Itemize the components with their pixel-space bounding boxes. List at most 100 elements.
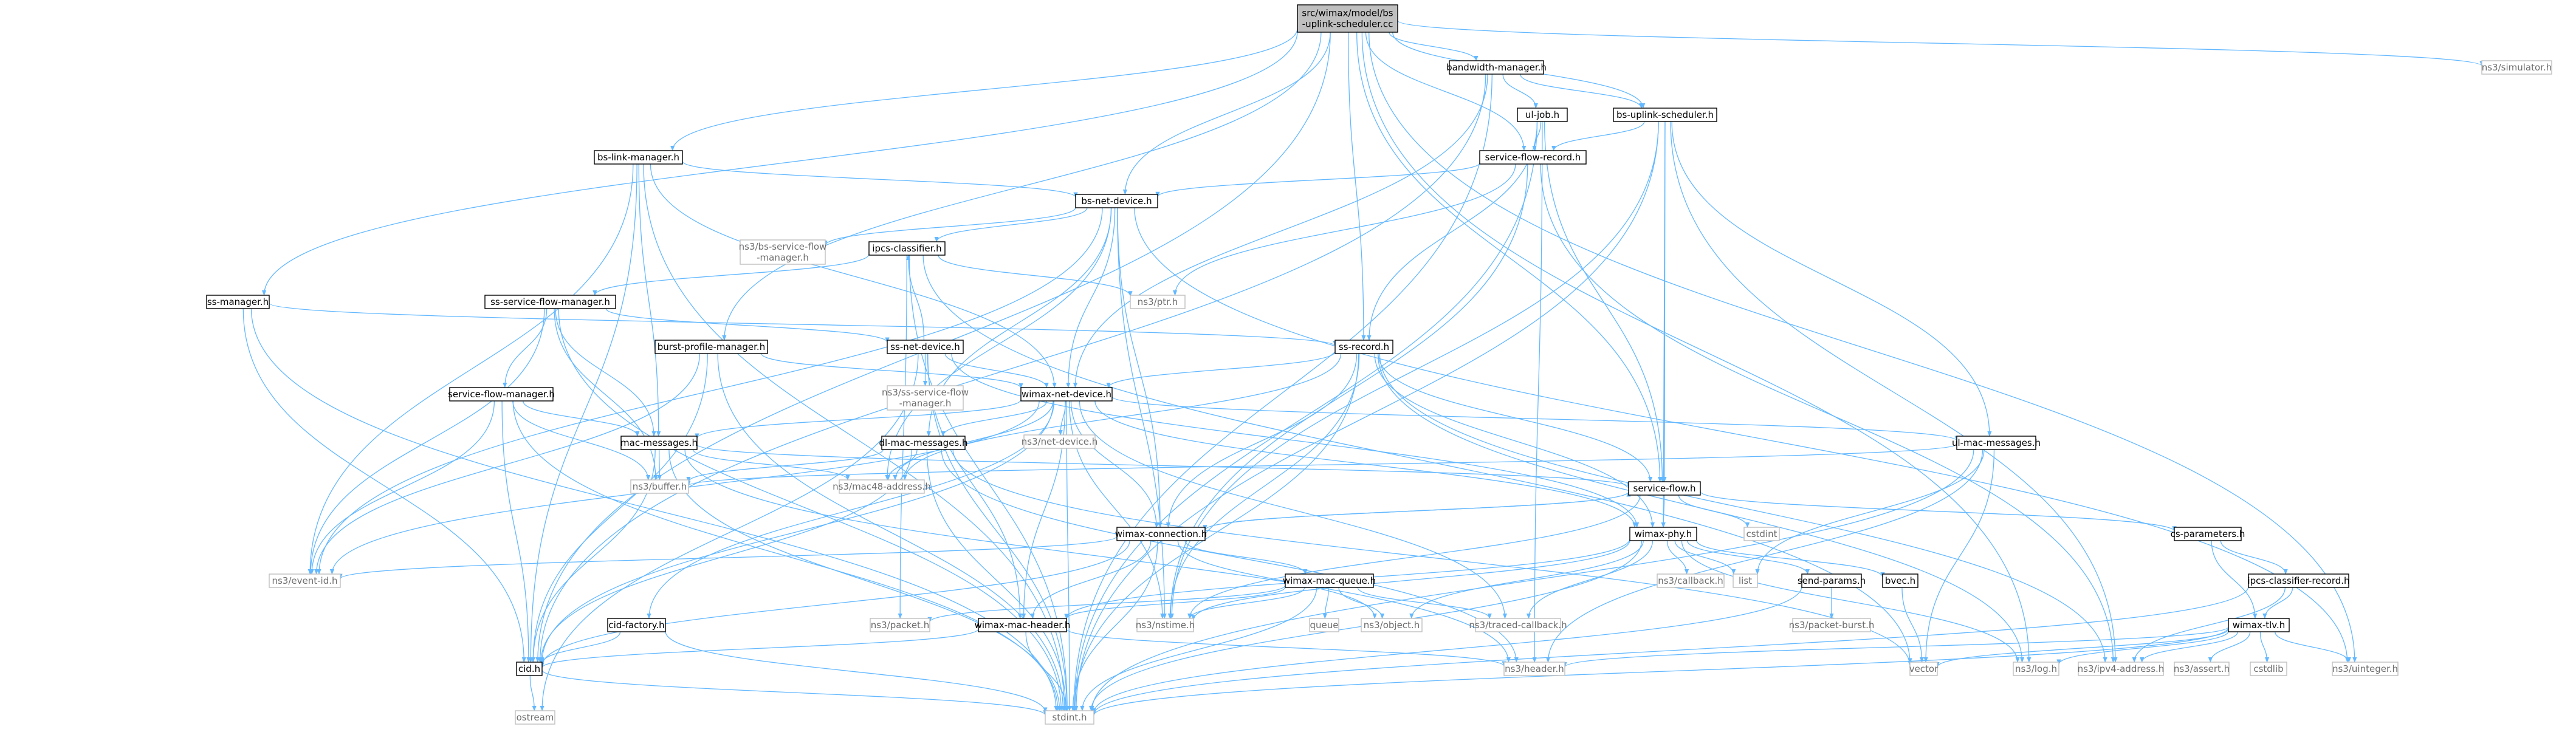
edge-bsup-to-ipv4: [1670, 121, 2118, 663]
edge-wnd-to-wmh: [1021, 400, 1066, 619]
node-log: ns3/log.h: [2013, 662, 2059, 676]
node-label: bandwidth-manager.h: [1446, 62, 1547, 73]
edge-ipcs-to-ptr: [938, 255, 1133, 297]
node-box: [887, 385, 964, 411]
edge-wmh-to-header: [1066, 628, 1506, 667]
node-box: [1023, 434, 1096, 449]
edge-root-to-bsnd: [1122, 32, 1331, 195]
node-box: [2250, 662, 2287, 676]
edge-ssrec-to-ipv4: [1379, 353, 2107, 663]
node-cstdint: cstdint: [1743, 527, 1780, 541]
node-label: service-flow-record.h: [1485, 152, 1581, 163]
edge-ipcs-to-sssfm: [592, 254, 870, 296]
node-label: ns3/assert.h: [2174, 663, 2230, 674]
node-label: cstdlib: [2253, 663, 2283, 674]
edge-bsnd-to-ipcs: [934, 207, 1088, 242]
node-tlv[interactable]: wimax-tlv.h: [2228, 618, 2290, 632]
node-assert: ns3/assert.h: [2174, 662, 2230, 676]
edge-tlv-to-ipv4: [2140, 631, 2238, 663]
node-box: [607, 618, 666, 632]
node-netdev: ns3/net-device.h: [1022, 434, 1097, 449]
node-label: -manager.h: [899, 398, 952, 409]
node-box: [1882, 573, 1918, 588]
node-sendparams[interactable]: send-params.h: [1798, 573, 1866, 588]
node-bpm[interactable]: burst-profile-manager.h: [654, 340, 768, 354]
node-wmq[interactable]: wimax-mac-queue.h: [1283, 573, 1376, 588]
node-csparams[interactable]: cs-parameters.h: [2171, 527, 2245, 541]
node-macmsg[interactable]: mac-messages.h: [620, 436, 698, 450]
node-label: ss-manager.h: [207, 296, 269, 307]
node-box: [1075, 194, 1158, 208]
edge-dlmac-to-mac48: [885, 449, 918, 481]
node-bvec[interactable]: bvec.h: [1882, 573, 1918, 588]
edge-tlv-to-log: [2056, 631, 2229, 665]
edge-bwm-to-uljob: [1502, 74, 1538, 109]
node-bwm[interactable]: bandwidth-manager.h: [1446, 60, 1547, 75]
node-box: [1517, 108, 1568, 122]
node-box: [2174, 527, 2242, 541]
edge-cid-to-ostream: [529, 675, 537, 711]
node-bslm[interactable]: bs-link-manager.h: [594, 150, 683, 165]
node-label: cid.h: [518, 663, 540, 674]
node-label: wimax-net-device.h: [1022, 389, 1111, 400]
node-uljob[interactable]: ul-job.h: [1517, 108, 1568, 122]
edge-wmq-to-traced: [1357, 587, 1492, 619]
edge-ulmac-to-buffer: [686, 443, 1957, 487]
node-label: ns3/buffer.h: [633, 481, 687, 492]
node-sfr[interactable]: service-flow-record.h: [1479, 150, 1587, 165]
edge-bpm-to-cid: [531, 353, 708, 663]
edge-sfm-to-cid: [501, 400, 531, 663]
edge-sendparams-to-stdint: [1091, 586, 1802, 714]
edge-sfm-to-eventid: [309, 400, 495, 575]
node-vector: vector: [1909, 662, 1939, 676]
node-bsup[interactable]: bs-uplink-scheduler.h: [1613, 108, 1717, 122]
node-box: [516, 662, 543, 676]
node-ssrec[interactable]: ss-record.h: [1334, 340, 1393, 354]
edge-wmq-to-nstime: [1187, 587, 1305, 619]
node-sfm[interactable]: service-flow-manager.h: [448, 387, 555, 402]
node-label: bs-link-manager.h: [597, 152, 679, 163]
edge-root-to-uinteger: [1369, 32, 2357, 663]
node-ipcs[interactable]: ipcs-classifier.h: [868, 241, 946, 256]
node-box: [269, 573, 341, 588]
node-box: [1629, 527, 1697, 541]
node-ssm[interactable]: ss-manager.h: [206, 295, 270, 309]
node-ulmac[interactable]: ul-mac-messages.h: [1952, 436, 2041, 450]
edge-sssfm-to-stdint: [558, 308, 1063, 711]
node-ipcsfr[interactable]: ipcs-classifier-record.h: [2247, 573, 2350, 588]
edge-wphy-to-bvec: [1696, 540, 1885, 578]
dependency-edges: [242, 20, 2484, 716]
edge-cidf-to-stdint: [665, 631, 1048, 713]
node-bsnd[interactable]: bs-net-device.h: [1075, 194, 1158, 208]
node-wnd[interactable]: wimax-net-device.h: [1020, 387, 1113, 402]
node-cidf[interactable]: cid-factory.h: [607, 618, 666, 632]
node-label: -uplink-scheduler.cc: [1302, 19, 1393, 30]
node-box: [1733, 573, 1758, 588]
node-cid[interactable]: cid.h: [516, 662, 543, 676]
node-ssnd[interactable]: ss-net-device.h: [887, 340, 964, 354]
node-wphy[interactable]: wimax-phy.h: [1629, 527, 1697, 541]
edge-root-to-log: [1361, 32, 2032, 663]
node-mac48: ns3/mac48-address.h: [833, 479, 931, 494]
node-label: ns3/packet.h: [871, 620, 929, 631]
node-label: stdint.h: [1052, 712, 1087, 723]
edge-wnd-to-cidf: [647, 400, 1055, 619]
edge-ssrec-to-wnd: [1106, 351, 1336, 388]
node-sflow[interactable]: service-flow.h: [1628, 481, 1701, 496]
edge-wconn-to-sflow: [1204, 491, 1631, 530]
node-cstdlib: cstdlib: [2250, 662, 2287, 676]
node-dlmac[interactable]: dl-mac-messages.h: [879, 436, 968, 450]
node-box: [740, 239, 826, 265]
node-box: [1361, 618, 1423, 632]
edge-root-to-ssm: [261, 31, 1298, 296]
node-sssfm[interactable]: ss-service-flow-manager.h: [484, 295, 616, 309]
node-label: ns3/traced-callback.h: [1469, 620, 1567, 631]
edge-wnd-to-dlmac: [941, 400, 1048, 437]
node-box: [839, 479, 925, 494]
node-label: mac-messages.h: [620, 437, 698, 448]
node-wmh[interactable]: wimax-mac-header.h: [975, 618, 1071, 632]
node-ostream: ostream: [515, 710, 555, 725]
edge-bvec-to-vector: [1901, 587, 1925, 663]
node-wconn[interactable]: wimax-connection.h: [1115, 527, 1207, 541]
node-box: [2481, 60, 2552, 75]
